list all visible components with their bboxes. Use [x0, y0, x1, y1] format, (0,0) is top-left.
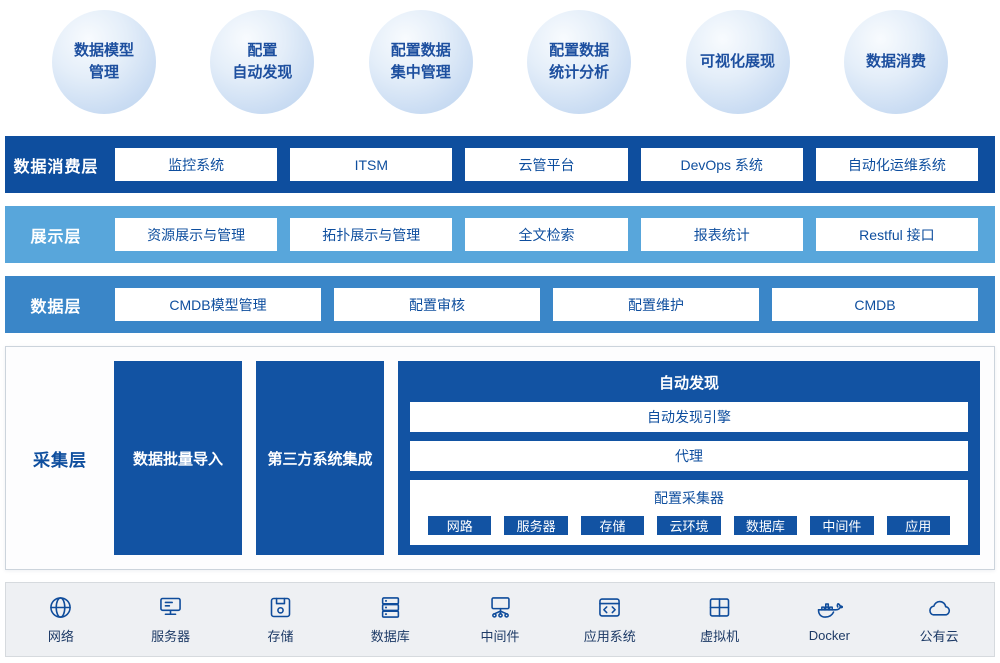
item-cloud-platform: 云管平台: [465, 148, 628, 181]
item-report-statistics: 报表统计: [640, 218, 803, 251]
item-cmdb: CMDB: [772, 288, 978, 321]
collector-item-server: 服务器: [504, 516, 568, 535]
bubble-label: 数据模型 管理: [74, 40, 134, 84]
layer-items: 资源展示与管理 拓扑展示与管理 全文检索 报表统计 Restful 接口: [107, 206, 995, 263]
config-collector-panel: 配置采集器 网路 服务器 存储 云环境 数据库 中间件 应用: [410, 480, 968, 545]
bubble-label-line: 配置: [247, 42, 278, 60]
infra-label: 公有云: [919, 629, 959, 644]
bubble-label-line: 数据模型: [73, 42, 134, 60]
app-system-icon: [596, 594, 623, 621]
storage-icon: [267, 594, 294, 621]
infra-item-docker: Docker: [774, 596, 884, 643]
bubble-label-line: 集中管理: [390, 64, 451, 81]
collection-layer-panel: 采集层 数据批量导入 第三方系统集成 自动发现 自动发现引擎 代理 配置采集器 …: [5, 346, 995, 570]
band-display-layer: 展示层 资源展示与管理 拓扑展示与管理 全文检索 报表统计 Restful 接口: [5, 206, 995, 263]
layer-label: 采集层: [33, 450, 87, 470]
infrastructure-bar: 网络 服务器 存储: [5, 582, 995, 657]
bubble-label-line: 自动发现: [232, 64, 293, 81]
bubble-label: 配置数据 集中管理: [391, 40, 451, 84]
layer-label: 数据消费层: [13, 158, 99, 176]
item-monitoring-system: 监控系统: [115, 148, 278, 181]
row-discovery-engine: 自动发现引擎: [410, 402, 968, 432]
infra-label: 存储: [267, 629, 294, 644]
band-data-consumption-layer: 数据消费层 监控系统 ITSM 云管平台 DevOps 系统 自动化运维系统: [5, 136, 995, 193]
bubble-label-line: 配置数据: [549, 42, 610, 60]
item-cmdb-model-management: CMDB模型管理: [115, 288, 321, 321]
item-restful-api: Restful 接口: [815, 218, 979, 251]
item-auto-ops-system: 自动化运维系统: [815, 148, 979, 181]
network-icon: [47, 594, 74, 621]
infra-label: Docker: [808, 628, 850, 643]
bubble-label: 配置数据 统计分析: [549, 40, 609, 84]
item-devops-system: DevOps 系统: [640, 148, 803, 181]
infra-item-public-cloud: 公有云: [884, 594, 994, 645]
pillar-batch-import: 数据批量导入: [114, 361, 242, 555]
infra-label: 虚拟机: [700, 629, 740, 644]
collector-item-network: 网路: [428, 516, 492, 535]
bubble-data-model-management: 数据模型 管理: [52, 10, 156, 114]
infra-item-network: 网络: [6, 594, 116, 645]
infra-label: 服务器: [151, 629, 191, 644]
bubble-label-line: 配置数据: [390, 42, 451, 60]
item-topology-display: 拓扑展示与管理: [290, 218, 453, 251]
collector-item-cloud-env: 云环境: [657, 516, 721, 535]
infra-label: 网络: [47, 629, 74, 644]
infra-item-server: 服务器: [116, 594, 226, 645]
database-icon: [377, 594, 404, 621]
collector-item-database: 数据库: [733, 516, 798, 535]
bubble-label: 可视化展现: [700, 51, 775, 73]
infra-label: 应用系统: [583, 629, 636, 644]
config-collector-title: 配置采集器: [654, 490, 724, 506]
collector-item-storage: 存储: [580, 516, 645, 535]
bubble-visualization: 可视化展现: [685, 10, 790, 114]
public-cloud-icon: [926, 594, 953, 621]
infra-item-storage: 存储: [226, 594, 336, 645]
item-config-audit: 配置审核: [334, 288, 540, 321]
item-config-maintenance: 配置维护: [553, 288, 759, 321]
capability-bubbles: 数据模型 管理 配置 自动发现 配置数据 集中管理 配置数据 统计分析 可视化展: [0, 0, 1000, 114]
pillar-third-party-integration: 第三方系统集成: [256, 361, 384, 555]
item-itsm: ITSM: [290, 148, 453, 181]
bubble-label: 数据消费: [866, 51, 926, 73]
bubble-label-line: 数据消费: [865, 53, 926, 71]
infra-item-app-system: 应用系统: [555, 594, 665, 645]
vm-icon: [706, 594, 733, 621]
layer-label: 展示层: [30, 228, 82, 246]
item-fulltext-search: 全文检索: [465, 218, 628, 251]
collector-item-application: 应用: [886, 516, 950, 535]
layer-items: CMDB模型管理 配置审核 配置维护 CMDB: [107, 276, 995, 333]
bubble-label: 配置 自动发现: [232, 40, 292, 84]
bubble-config-data-centralized: 配置数据 集中管理: [368, 10, 473, 114]
infra-item-vm: 虚拟机: [665, 594, 775, 645]
bubble-data-consumption: 数据消费: [843, 10, 948, 114]
bubble-label-line: 可视化展现: [700, 53, 776, 71]
layer-items: 监控系统 ITSM 云管平台 DevOps 系统 自动化运维系统: [107, 136, 995, 193]
middleware-icon: [487, 594, 514, 621]
row-agent: 代理: [410, 441, 968, 471]
infra-label: 数据库: [370, 629, 410, 644]
bubble-config-data-statistics: 配置数据 统计分析: [527, 10, 632, 114]
infra-label: 中间件: [480, 629, 520, 644]
infra-item-middleware: 中间件: [445, 594, 555, 645]
bubble-config-auto-discovery: 配置 自动发现: [210, 10, 315, 114]
item-resource-display: 资源展示与管理: [115, 218, 278, 251]
config-collector-items: 网路 服务器 存储 云环境 数据库 中间件 应用: [428, 516, 950, 535]
layer-label: 数据层: [30, 298, 82, 316]
auto-discovery-title: 自动发现: [658, 375, 719, 392]
server-icon: [157, 594, 184, 621]
infra-item-database: 数据库: [335, 594, 445, 645]
bubble-label-line: 统计分析: [549, 64, 610, 81]
band-data-layer: 数据层 CMDB模型管理 配置审核 配置维护 CMDB: [5, 276, 995, 333]
auto-discovery-panel: 自动发现 自动发现引擎 代理 配置采集器 网路 服务器 存储 云环境 数据库 中…: [398, 361, 980, 555]
bubble-label-line: 管理: [88, 64, 119, 81]
docker-icon: [816, 596, 843, 623]
collector-item-middleware: 中间件: [810, 516, 874, 535]
